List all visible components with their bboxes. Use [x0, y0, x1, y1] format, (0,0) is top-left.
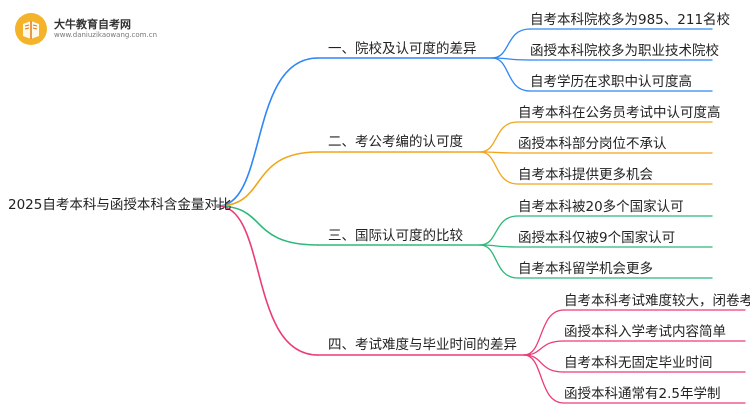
root-anchor — [216, 204, 220, 208]
branch-3-leaf-1: 自考本科被20多个国家认可 — [518, 199, 684, 215]
branch-1-label: 一、院校及认可度的差异 — [328, 41, 477, 57]
branch-3-label: 三、国际认可度的比较 — [328, 228, 463, 244]
branch-4-leaf-1-connector — [523, 309, 565, 356]
branch-4-leaf-2: 函授本科入学考试内容简单 — [564, 324, 726, 340]
branch-1-leaf-2: 函授本科院校多为职业技术院校 — [530, 43, 719, 59]
branch-4-leaf-4: 函授本科通常有2.5年学制 — [564, 386, 721, 402]
branch-4-connector — [217, 205, 319, 356]
branch-4-leaf-1: 自考本科考试难度较大，闭卷考 — [564, 293, 750, 309]
branch-1-leaf-3-connector — [491, 57, 531, 92]
branch-4-leaf-3: 自考本科无固定毕业时间 — [564, 355, 713, 371]
logo: 大牛教育自考网 www.daniuzikaowang.com.cn — [14, 12, 157, 46]
branch-3-leaf-2: 函授本科仅被9个国家认可 — [518, 230, 676, 246]
branch-1-leaf-1: 自考本科院校多为985、211名校 — [530, 12, 731, 28]
branch-4-label: 四、考试难度与毕业时间的差异 — [328, 337, 517, 353]
logo-url: www.daniuzikaowang.com.cn — [54, 31, 158, 39]
branch-3-leaf-1-connector — [479, 215, 519, 246]
branch-2-leaf-2: 函授本科部分岗位不承认 — [518, 136, 667, 152]
branch-2-connector — [217, 151, 319, 207]
logo-name: 大牛教育自考网 — [54, 18, 131, 31]
branch-2-leaf-1: 自考本科在公务员考试中认可度高 — [518, 105, 721, 121]
branch-4-leaf-2-connector — [523, 340, 565, 356]
branch-4-leaf-4-connector — [523, 354, 565, 404]
root-topic: 2025自考本科与函授本科含金量对比 — [8, 197, 232, 213]
branch-2-leaf-1-connector — [479, 121, 519, 153]
branch-1-leaf-1-connector — [491, 28, 531, 59]
branch-1-connector — [217, 57, 319, 207]
branch-3-leaf-3: 自考本科留学机会更多 — [518, 261, 653, 277]
branch-3-connector — [217, 205, 319, 246]
logo-icon — [15, 13, 47, 45]
branch-2-leaf-3-connector — [479, 151, 519, 185]
branch-3-leaf-3-connector — [479, 244, 519, 279]
branch-2-leaf-3: 自考本科提供更多机会 — [518, 167, 653, 183]
branch-1-leaf-3: 自考学历在求职中认可度高 — [530, 74, 692, 90]
branch-2-label: 二、考公考编的认可度 — [328, 134, 463, 150]
